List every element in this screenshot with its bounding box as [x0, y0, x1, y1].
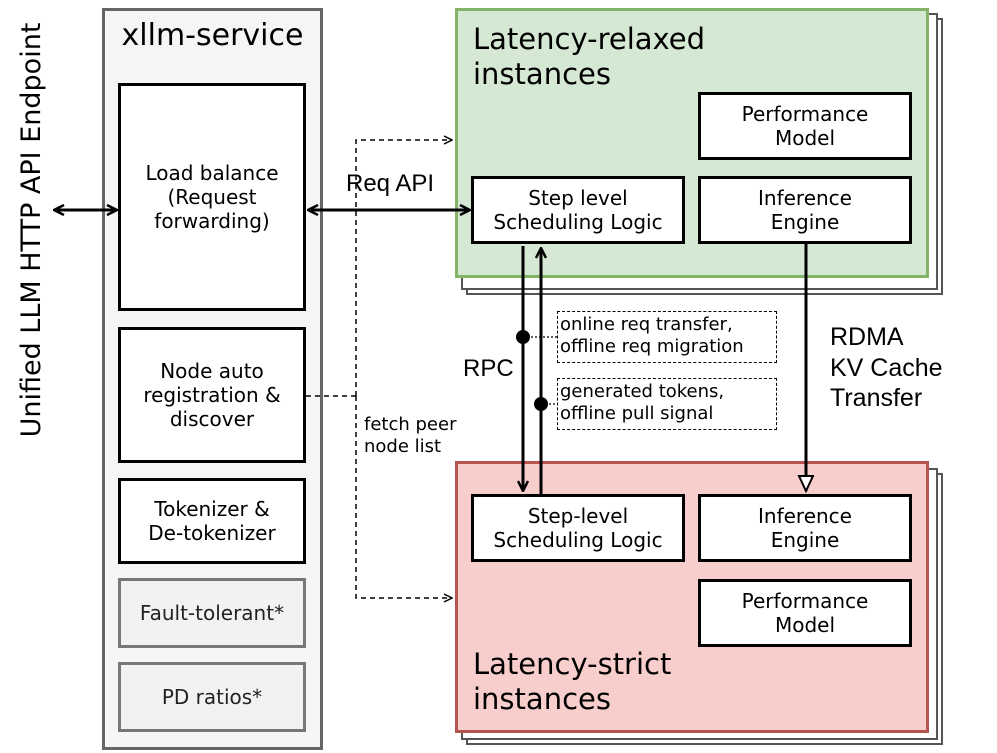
latency-relaxed-title: Latency-relaxed instances — [473, 22, 706, 91]
req-api-label: Req API — [346, 170, 435, 197]
latency-strict-title: Latency-strict instances — [473, 647, 672, 716]
rdma-label: RDMA KV Cache Transfer — [830, 323, 943, 412]
strict-performance-model: Performance Model — [698, 579, 912, 647]
fetch-peer-to-strict — [355, 396, 452, 598]
rpc-label: RPC — [463, 355, 514, 382]
strict-scheduling-logic: Step-level Scheduling Logic — [471, 494, 685, 562]
strict-inference-engine: Inference Engine — [698, 494, 912, 562]
fetch-peer-to-relaxed — [355, 140, 452, 396]
pd-ratios-module: PD ratios* — [118, 662, 306, 732]
relaxed-scheduling-logic: Step level Scheduling Logic — [471, 176, 685, 244]
tokenizer-module: Tokenizer & De-tokenizer — [118, 478, 306, 564]
relaxed-performance-model: Performance Model — [698, 92, 912, 160]
fault-tolerant-module: Fault-tolerant* — [118, 578, 306, 648]
fetch-peer-label: fetch peer node list — [364, 414, 457, 457]
node-registration-module: Node auto registration & discover — [118, 327, 306, 463]
xllm-service-title: xllm-service — [121, 18, 304, 53]
note-req-transfer: online req transfer, offline req migrati… — [557, 311, 777, 363]
relaxed-inference-engine: Inference Engine — [698, 176, 912, 244]
load-balance-module: Load balance (Request forwarding) — [118, 83, 306, 311]
note-generated-tokens: generated tokens, offline pull signal — [557, 378, 777, 430]
